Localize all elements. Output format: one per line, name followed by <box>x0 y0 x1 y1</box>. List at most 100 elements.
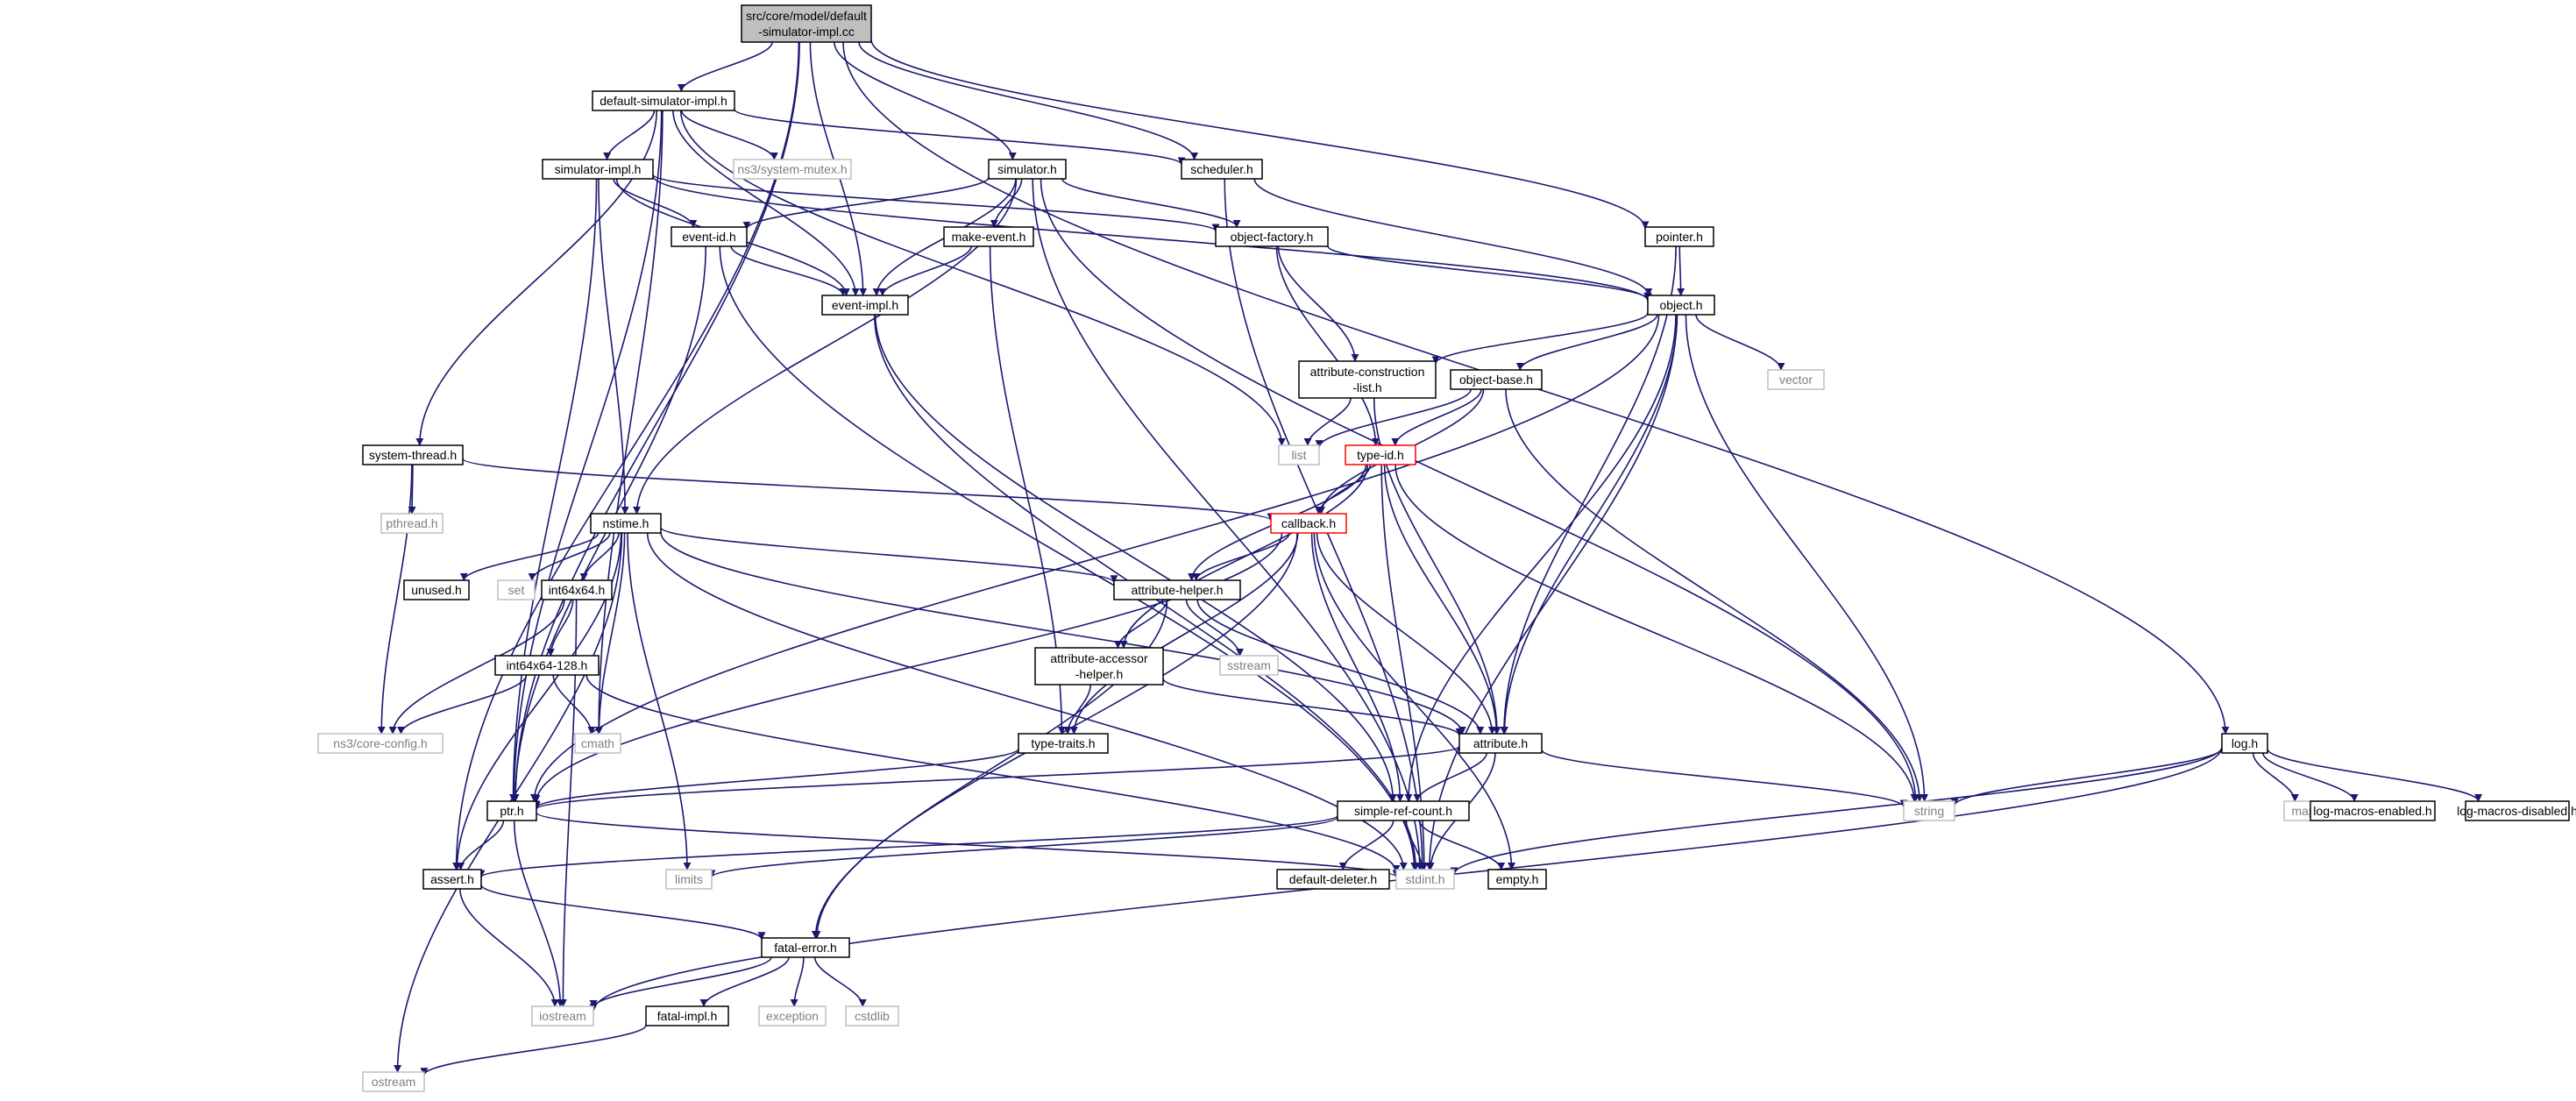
node-box <box>317 733 444 754</box>
edge-type-traits-h-to-ptr-h <box>532 748 1019 809</box>
node-system-mutex-h: ns3/system-mutex.h <box>733 159 852 180</box>
node-object-h[interactable]: object.h <box>1647 295 1715 316</box>
node-label: attribute-construction <box>1310 365 1425 379</box>
edge-root-to-ptr-h <box>511 41 800 802</box>
node-fatal-error-h[interactable]: fatal-error.h <box>761 937 850 958</box>
node-int64x64-h[interactable]: int64x64.h <box>541 579 613 600</box>
node-box <box>403 579 470 600</box>
edge-object-h-to-object-base-h <box>1515 314 1658 371</box>
edge-ptr-h-to-iostream <box>513 820 564 1007</box>
edge-callback-h-to-simple-ref-count-h <box>1310 532 1404 802</box>
node-limits: limits <box>665 869 713 890</box>
edge-root-to-pointer-h <box>870 39 1650 230</box>
node-box <box>1450 369 1543 390</box>
node-label: list <box>1291 448 1306 462</box>
node-label: cmath <box>581 736 614 750</box>
node-box <box>741 4 872 43</box>
node-box <box>733 159 852 180</box>
edge-default-simulator-impl-h-to-simulator-impl-h <box>603 110 656 160</box>
node-log-macros-disabled-h[interactable]: log-macros-disabled.h <box>2457 800 2576 821</box>
edge-type-id-h-to-attribute-h <box>1383 464 1501 735</box>
edge-object-factory-h-to-type-id-h <box>1275 245 1380 446</box>
edge-int64x64-128-h-to-core-config-h <box>397 674 528 735</box>
node-system-thread-h[interactable]: system-thread.h <box>362 444 464 465</box>
node-fatal-impl-h[interactable]: fatal-impl.h <box>645 1005 729 1026</box>
edge-default-simulator-impl-h-to-cmath <box>594 110 664 735</box>
node-root[interactable]: src/core/model/default-simulator-impl.cc <box>741 4 872 43</box>
node-label: set <box>508 583 525 597</box>
node-label: sstream <box>1227 658 1271 672</box>
node-label: object.h <box>1659 298 1702 312</box>
edge-log-h-to-stdint-h <box>1450 747 2223 876</box>
edge-attribute-h-to-simple-ref-count-h <box>1413 752 1487 802</box>
node-ostream: ostream <box>362 1071 425 1092</box>
edge-pointer-h-to-attribute-h <box>1500 245 1677 735</box>
node-box <box>531 1005 594 1026</box>
edge-default-simulator-impl-h-to-system-thread-h <box>415 110 657 446</box>
node-label: simple-ref-count.h <box>1354 804 1452 818</box>
node-simulator-h[interactable]: simulator.h <box>988 159 1067 180</box>
node-ptr-h[interactable]: ptr.h <box>486 800 537 821</box>
node-simple-ref-count-h[interactable]: simple-ref-count.h <box>1337 800 1470 821</box>
node-object-base-h[interactable]: object-base.h <box>1450 369 1543 390</box>
node-box <box>590 513 662 534</box>
node-attribute-helper-h[interactable]: attribute-helper.h <box>1113 579 1241 600</box>
node-make-event-h[interactable]: make-event.h <box>943 226 1034 247</box>
edge-attribute-helper-h-to-attr-accessor-helper-h <box>1114 599 1168 649</box>
edge-nstime-h-to-cmath <box>594 532 626 735</box>
edge-system-thread-h-to-callback-h <box>462 458 1275 522</box>
node-type-traits-h[interactable]: type-traits.h <box>1018 733 1109 754</box>
node-nstime-h[interactable]: nstime.h <box>590 513 662 534</box>
node-label: pthread.h <box>386 516 437 530</box>
node-log-h[interactable]: log.h <box>2221 733 2268 754</box>
node-scheduler-h[interactable]: scheduler.h <box>1181 159 1263 180</box>
node-label: object-factory.h <box>1231 230 1314 244</box>
node-box <box>574 733 621 754</box>
node-label: -simulator-impl.cc <box>758 25 855 39</box>
node-attribute-h[interactable]: attribute.h <box>1458 733 1543 754</box>
edge-simulator-impl-h-to-object-h <box>652 175 1652 302</box>
node-box <box>2221 733 2268 754</box>
node-event-impl-h[interactable]: event-impl.h <box>821 295 909 316</box>
node-empty-h[interactable]: empty.h <box>1487 869 1547 890</box>
node-type-id-h[interactable]: type-id.h <box>1345 444 1416 465</box>
dependency-edges <box>377 39 2483 1076</box>
node-label: -list.h <box>1352 380 1381 394</box>
edge-simulator-impl-h-to-ptr-h <box>509 178 598 802</box>
node-assert-h[interactable]: assert.h <box>422 869 482 890</box>
edge-object-h-to-simple-ref-count-h <box>1404 314 1677 802</box>
edge-log-h-to-log-macros-disabled-h <box>2267 749 2483 802</box>
node-box <box>1113 579 1241 600</box>
node-sstream: sstream <box>1219 655 1279 676</box>
edge-object-h-to-string <box>1685 314 1929 802</box>
node-int64x64-128-h[interactable]: int64x64-128.h <box>494 655 600 676</box>
edge-ptr-h-to-assert-h <box>457 820 505 870</box>
node-stdint-h: stdint.h <box>1395 869 1455 890</box>
node-label: type-id.h <box>1357 448 1404 462</box>
node-unused-h[interactable]: unused.h <box>403 579 470 600</box>
node-box <box>1767 369 1825 390</box>
edge-callback-h-to-attribute-h <box>1316 532 1496 735</box>
edge-object-h-to-ptr-h <box>529 314 1660 802</box>
node-object-factory-h[interactable]: object-factory.h <box>1215 226 1329 247</box>
node-pointer-h[interactable]: pointer.h <box>1644 226 1714 247</box>
node-box <box>988 159 1067 180</box>
node-label: iostream <box>539 1009 586 1023</box>
node-simulator-impl-h[interactable]: simulator-impl.h <box>542 159 654 180</box>
node-box <box>1278 444 1320 465</box>
node-default-deleter-h[interactable]: default-deleter.h <box>1276 869 1390 890</box>
edge-simulator-impl-h-to-nstime-h <box>598 178 629 515</box>
node-box <box>1487 869 1547 890</box>
edge-fatal-error-h-to-iostream <box>589 956 772 1008</box>
node-default-simulator-impl-h[interactable]: default-simulator-impl.h <box>592 90 735 111</box>
node-event-id-h[interactable]: event-id.h <box>671 226 748 247</box>
node-attr-construction-list-h[interactable]: attribute-construction-list.h <box>1298 360 1437 399</box>
node-callback-h[interactable]: callback.h <box>1270 513 1347 534</box>
edge-system-thread-h-to-pthread-h <box>408 464 416 515</box>
node-attr-accessor-helper-h[interactable]: attribute-accessor-helper.h <box>1034 647 1164 685</box>
edge-callback-h-to-empty-h <box>1313 532 1516 870</box>
node-log-macros-enabled-h[interactable]: log-macros-enabled.h <box>2310 800 2436 821</box>
node-box <box>821 295 909 316</box>
node-label: vector <box>1779 373 1813 387</box>
node-box <box>1337 800 1470 821</box>
